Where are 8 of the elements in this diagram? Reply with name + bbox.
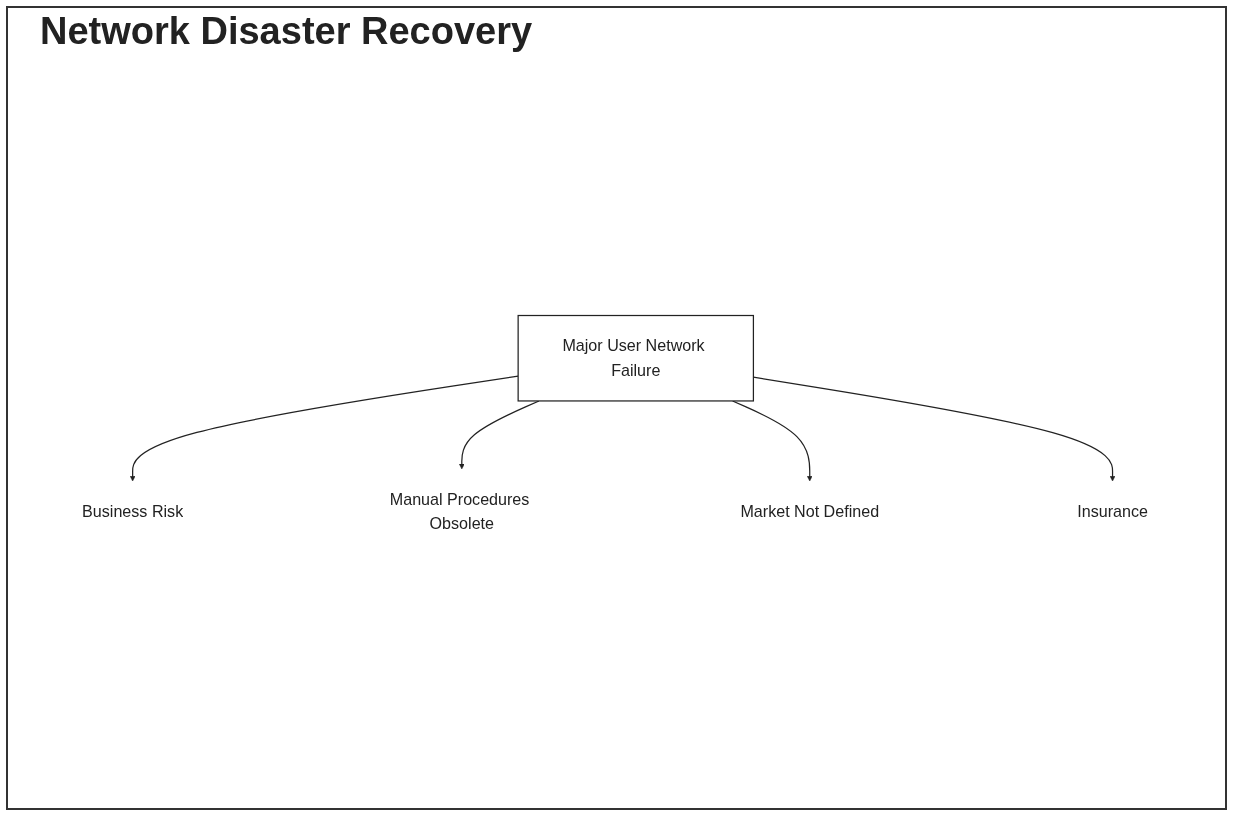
node-text: Manual Procedures Obsolete (389, 490, 530, 533)
arrow (129, 375, 519, 482)
node-text: Insurance (1077, 502, 1148, 521)
node-box: Major User Network Failure (517, 314, 755, 402)
node-text: Market Not Defined (740, 502, 880, 521)
node-text: Business Risk (82, 502, 184, 521)
diagram-title: Network Disaster Recovery (40, 10, 533, 53)
arrow (459, 400, 540, 470)
